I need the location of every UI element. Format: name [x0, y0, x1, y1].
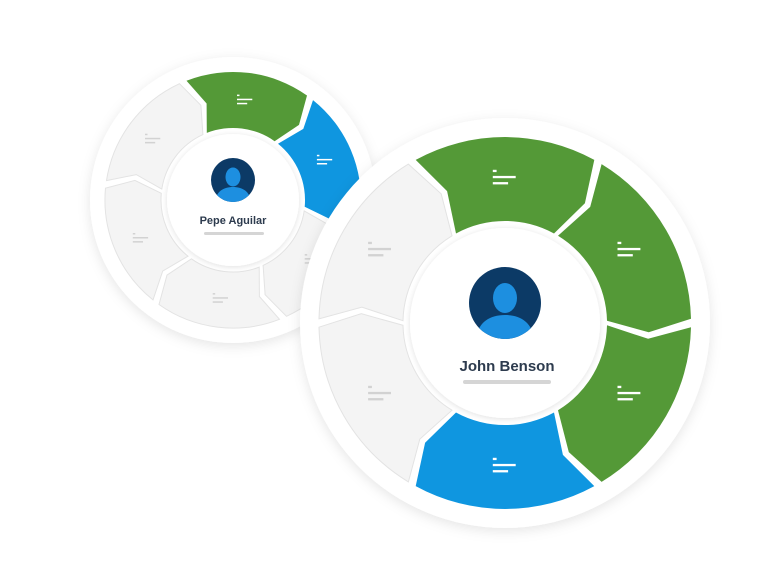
front-segment-1 [415, 137, 595, 234]
back-segment-5 [104, 179, 189, 301]
back-segment-1-placeholder-lines [237, 94, 253, 105]
front-user-name: John Benson [459, 358, 554, 375]
back-segment-6-placeholder-lines [145, 133, 161, 144]
back-user-name: Pepe Aguilar [200, 215, 268, 227]
back-wheel: Pepe Aguilar [90, 57, 376, 343]
front-wheel-segments [318, 137, 691, 509]
back-segment-4-placeholder-lines [212, 293, 228, 303]
front-segment-1-placeholder-lines [492, 169, 516, 185]
back-segment-5-placeholder-lines [132, 233, 149, 243]
back-segment-6 [105, 83, 204, 190]
back-name-underline [204, 232, 264, 235]
front-segment-5 [318, 313, 453, 483]
front-segment-2-placeholder-lines [617, 241, 641, 257]
back-segment-2-placeholder-lines [316, 154, 333, 165]
front-segment-4-placeholder-lines [492, 457, 516, 473]
user-avatar-icon [211, 158, 255, 202]
front-name-underline [463, 380, 551, 384]
front-wheel: John Benson [300, 118, 710, 528]
front-segment-3 [558, 325, 691, 482]
front-segment-4 [415, 412, 595, 509]
front-segment-6-placeholder-lines [368, 241, 391, 257]
front-segment-6 [318, 163, 453, 322]
front-segment-5-placeholder-lines [368, 385, 391, 401]
back-segment-1 [186, 71, 307, 142]
front-segment-3-placeholder-lines [617, 385, 641, 401]
back-segment-4 [158, 258, 281, 329]
